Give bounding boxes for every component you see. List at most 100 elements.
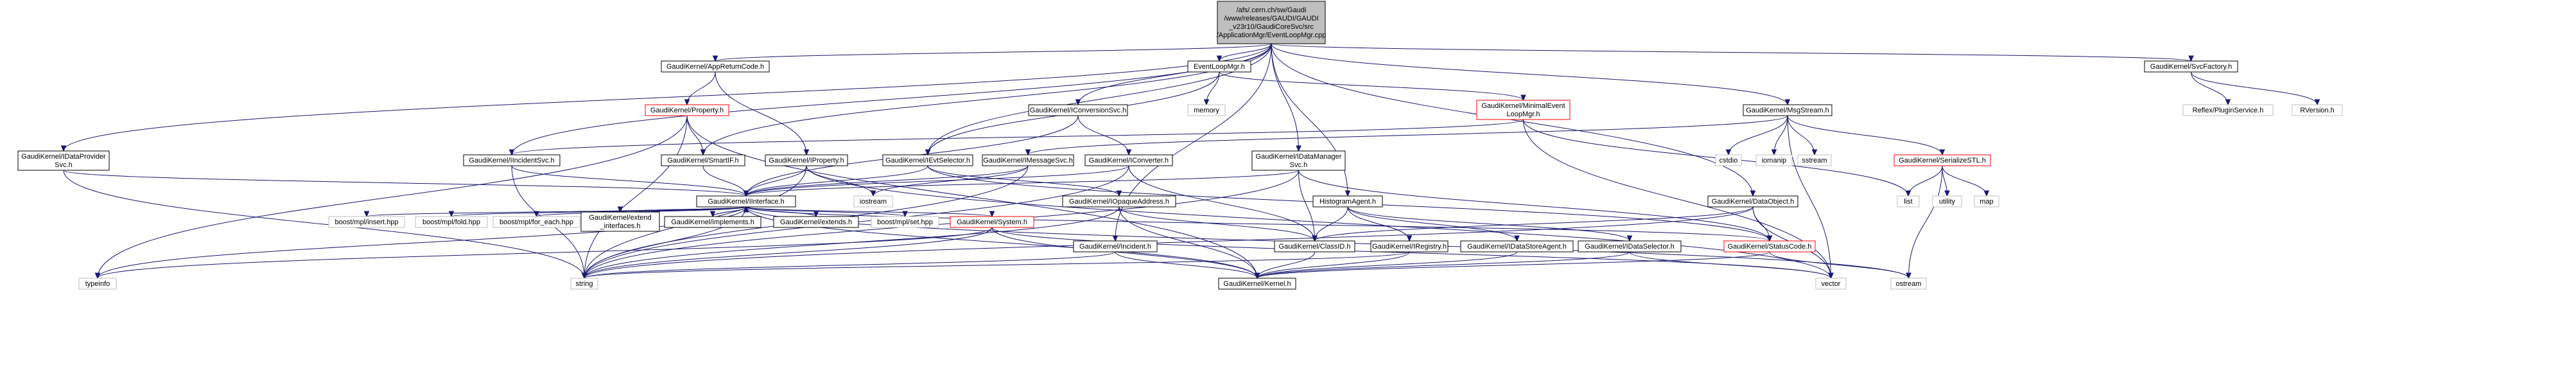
node-imessagesvc[interactable]: GaudiKernel/IMessageSvc.h xyxy=(982,154,1074,166)
node-box xyxy=(2144,60,2238,73)
node-label: typeinfo xyxy=(85,280,110,288)
node-box xyxy=(1187,60,1251,73)
edge-ClassID-to-Kernel xyxy=(1254,251,1315,279)
node-iconverter[interactable]: GaudiKernel/IConverter.h xyxy=(1084,154,1173,166)
node-label: boost/mpl/fold.hpp xyxy=(422,218,480,226)
node-label: boost/mpl/insert.hpp xyxy=(335,218,398,226)
edge-root-to-IDataManagerSvc xyxy=(1271,43,1301,152)
node-iconversionsvc[interactable]: GaudiKernel/IConversionSvc.h xyxy=(1028,104,1128,116)
node-histogramagent[interactable]: HistogramAgent.h xyxy=(1312,195,1383,208)
node-label: GaudiKernel/IRegistry.h xyxy=(1372,243,1447,251)
node-extend_interfaces[interactable]: GaudiKernel/extend_interfaces.h xyxy=(580,211,660,232)
node-box xyxy=(1755,154,1793,166)
edge-EventLoopMgr-to-MinimalEventLoopMgr xyxy=(1219,71,1526,102)
edge-IDataSelector-to-vector xyxy=(1629,251,1834,279)
node-idataselector[interactable]: GaudiKernel/IDataSelector.h xyxy=(1578,240,1682,252)
edge-root-to-MsgStream xyxy=(1271,43,1791,106)
node-label: GaudiKernel/SvcFactory.h xyxy=(2150,63,2232,71)
node-vector: vector xyxy=(1815,278,1847,290)
node-box xyxy=(1723,240,1816,252)
edge-IDataSelector-to-Kernel xyxy=(1254,251,1630,279)
node-label: Reflex/PluginService.h xyxy=(2193,107,2264,114)
edge-SerializeSTL-to-map xyxy=(1942,165,1990,197)
node-box xyxy=(1028,104,1128,116)
node-iregistry[interactable]: GaudiKernel/IRegistry.h xyxy=(1370,240,1449,252)
node-label: GaudiKernel/StatusCode.h xyxy=(1728,243,1812,251)
node-box xyxy=(950,216,1034,228)
edge-StatusCode-to-ostream xyxy=(1769,251,1911,279)
node-fold: boost/mpl/fold.hpp xyxy=(415,216,488,228)
node-iinterface[interactable]: GaudiKernel/IInterface.h xyxy=(696,195,796,208)
edge-AppReturnCode-to-IProperty xyxy=(715,71,810,156)
edge-IIncident-to-Kernel xyxy=(1115,251,1260,279)
node-box xyxy=(1218,278,1296,290)
node-label: cstdio xyxy=(1719,157,1738,164)
node-typeinfo: typeinfo xyxy=(78,278,117,290)
node-box xyxy=(1274,240,1355,252)
node-label: _v23r10/GaudiCoreSvc/src xyxy=(1228,23,1314,31)
node-label: Svc.h xyxy=(55,161,73,169)
node-set: boost/mpl/set.hpp xyxy=(871,216,939,228)
node-label: GaudiKernel/IInterface.h xyxy=(708,198,784,206)
node-box xyxy=(1312,195,1383,208)
edge-root-to-IDataProviderSvc xyxy=(60,43,1272,152)
node-iincidentsvc[interactable]: GaudiKernel/IIncidentSvc.h xyxy=(463,154,561,166)
edge-System-to-string xyxy=(581,227,993,279)
node-box xyxy=(1890,278,1927,290)
node-label: Svc.h xyxy=(1290,161,1308,169)
node-serializestl[interactable]: GaudiKernel/SerializeSTL.h xyxy=(1893,154,1991,166)
node-ievtselector[interactable]: GaudiKernel/IEvtSelector.h xyxy=(882,154,973,166)
node-sstream: sstream xyxy=(1797,154,1832,166)
node-classid[interactable]: GaudiKernel/ClassID.h xyxy=(1274,240,1355,252)
node-svcfactory[interactable]: GaudiKernel/SvcFactory.h xyxy=(2144,60,2238,73)
node-map: map xyxy=(1974,195,1999,208)
node-idatastoreagent[interactable]: GaudiKernel/IDataStoreAgent.h xyxy=(1460,240,1574,252)
node-box xyxy=(982,154,1074,166)
node-root[interactable]: /afs/.cern.ch/sw/Gaudi/www/releases/GAUD… xyxy=(1217,1,1327,44)
node-label: GaudiKernel/IConverter.h xyxy=(1089,157,1169,164)
node-iopaqueaddress[interactable]: GaudiKernel/IOpaqueAddress.h xyxy=(1062,195,1176,208)
node-label: GaudiKernel/IIncidentSvc.h xyxy=(469,157,554,164)
node-implements[interactable]: GaudiKernel/implements.h xyxy=(664,216,761,228)
node-label: GaudiKernel/extends.h xyxy=(780,218,852,226)
node-label: /afs/.cern.ch/sw/Gaudi xyxy=(1237,6,1307,14)
node-label: HistogramAgent.h xyxy=(1319,198,1376,206)
node-label: GaudiKernel/SerializeSTL.h xyxy=(1899,157,1986,164)
node-label: GaudiKernel/IDataStoreAgent.h xyxy=(1467,243,1567,251)
node-box xyxy=(853,195,893,208)
node-label: GaudiKernel/MsgStream.h xyxy=(1746,107,1829,114)
node-box xyxy=(1797,154,1832,166)
node-box xyxy=(871,216,939,228)
node-label: GaudiKernel/extend xyxy=(589,214,651,222)
node-label: GaudiKernel/IOpaqueAddress.h xyxy=(1069,198,1169,206)
node-label: vector xyxy=(1822,280,1841,288)
node-dataobject[interactable]: GaudiKernel/DataObject.h xyxy=(1707,195,1798,208)
node-eventloopmgr[interactable]: EventLoopMgr.h xyxy=(1187,60,1251,73)
node-box xyxy=(328,216,405,228)
node-box xyxy=(1251,150,1346,171)
edge-IInterface-to-System xyxy=(745,206,995,218)
node-label: /ApplicationMgr/EventLoopMgr.cpp xyxy=(1217,31,1327,39)
node-kernel[interactable]: GaudiKernel/Kernel.h xyxy=(1218,278,1296,290)
node-msgstream[interactable]: GaudiKernel/MsgStream.h xyxy=(1743,104,1832,116)
node-list: list xyxy=(1897,195,1920,208)
node-system[interactable]: GaudiKernel/System.h xyxy=(950,216,1034,228)
node-extends[interactable]: GaudiKernel/extends.h xyxy=(773,216,859,228)
node-box xyxy=(696,195,796,208)
node-smartif[interactable]: GaudiKernel/SmartIF.h xyxy=(661,154,745,166)
node-box xyxy=(1578,240,1682,252)
edge-HistogramAgent-to-IDataSelector xyxy=(1347,206,1633,242)
node-box xyxy=(1932,195,1962,208)
node-box xyxy=(1476,100,1571,120)
node-statuscode[interactable]: GaudiKernel/StatusCode.h xyxy=(1723,240,1816,252)
node-iproperty[interactable]: GaudiKernel/IProperty.h xyxy=(765,154,848,166)
node-property[interactable]: GaudiKernel/Property.h xyxy=(645,104,729,116)
node-appreturncode[interactable]: GaudiKernel/AppReturnCode.h xyxy=(661,60,770,73)
edge-Property-to-SmartIF xyxy=(686,115,706,156)
node-box xyxy=(2182,104,2274,116)
node-ostream: ostream xyxy=(1890,278,1927,290)
node-iincident[interactable]: GaudiKernel/Incident.h xyxy=(1073,240,1158,252)
